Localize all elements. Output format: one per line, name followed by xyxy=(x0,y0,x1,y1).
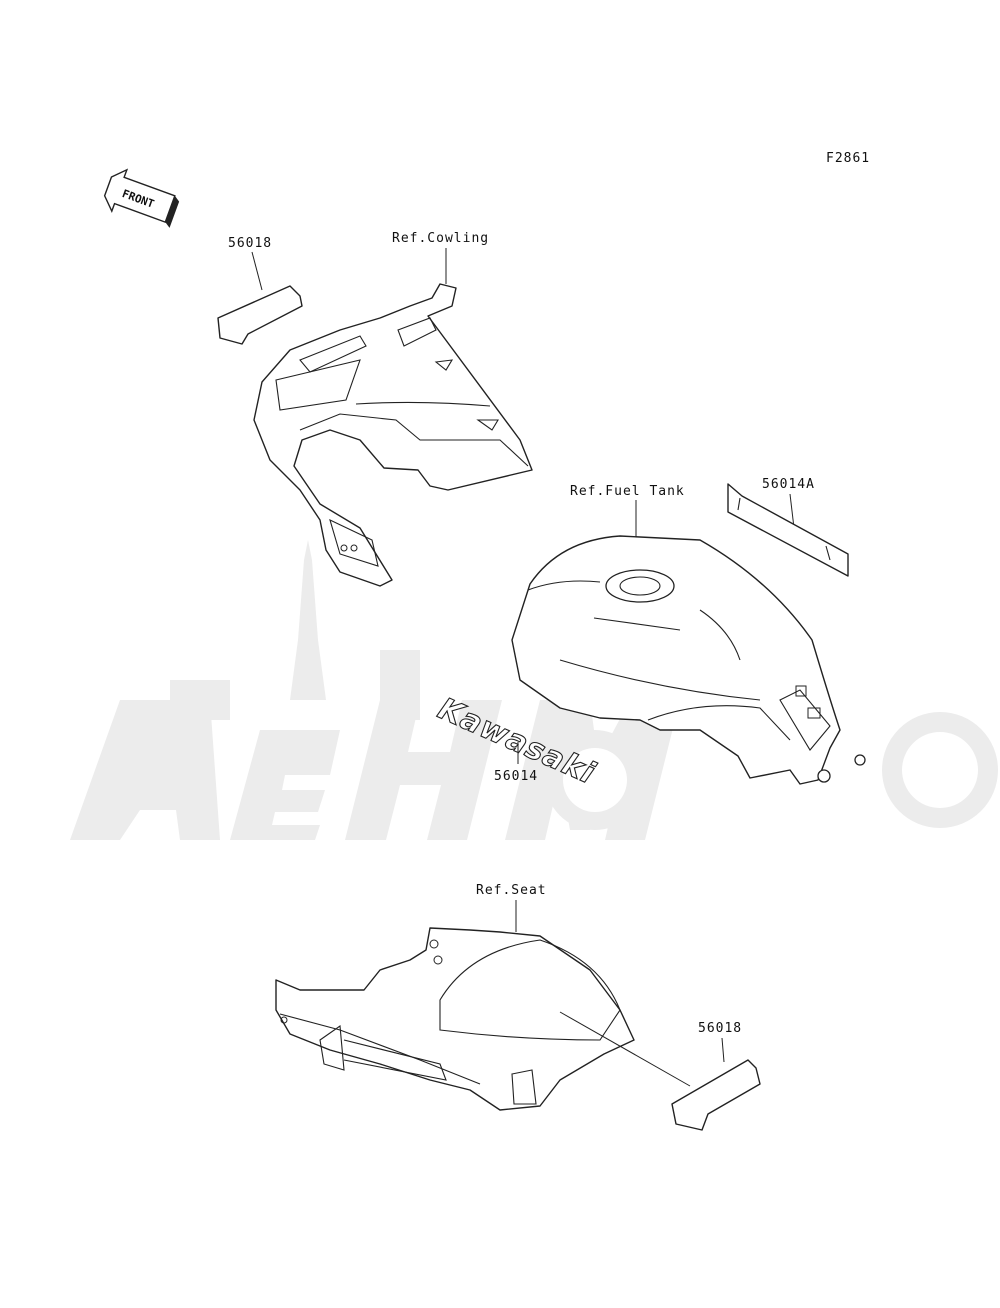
decal-56014A: 56014A xyxy=(727,477,849,577)
label-ref-seat: Ref.Seat xyxy=(476,883,547,898)
decal-56018-top: 56018 xyxy=(217,236,303,345)
seat-part: Ref.Seat xyxy=(275,883,691,1111)
front-arrow-icon: FRONT xyxy=(103,168,180,228)
label-ref-fuel-tank: Ref.Fuel Tank xyxy=(570,484,685,499)
diagram-code: F2861 xyxy=(826,151,870,166)
label-ref-cowling: Ref.Cowling xyxy=(392,231,489,246)
label-56018-top: 56018 xyxy=(228,236,272,251)
decal-56018-bottom: 56018 xyxy=(671,1021,761,1131)
watermark-logo xyxy=(70,540,998,840)
cowling-part: Ref.Cowling xyxy=(253,231,533,587)
fuel-tank-part: Ref.Fuel Tank xyxy=(511,484,866,785)
label-56014A: 56014A xyxy=(762,477,815,492)
label-56018-bottom: 56018 xyxy=(698,1021,742,1036)
label-56014: 56014 xyxy=(494,769,538,784)
